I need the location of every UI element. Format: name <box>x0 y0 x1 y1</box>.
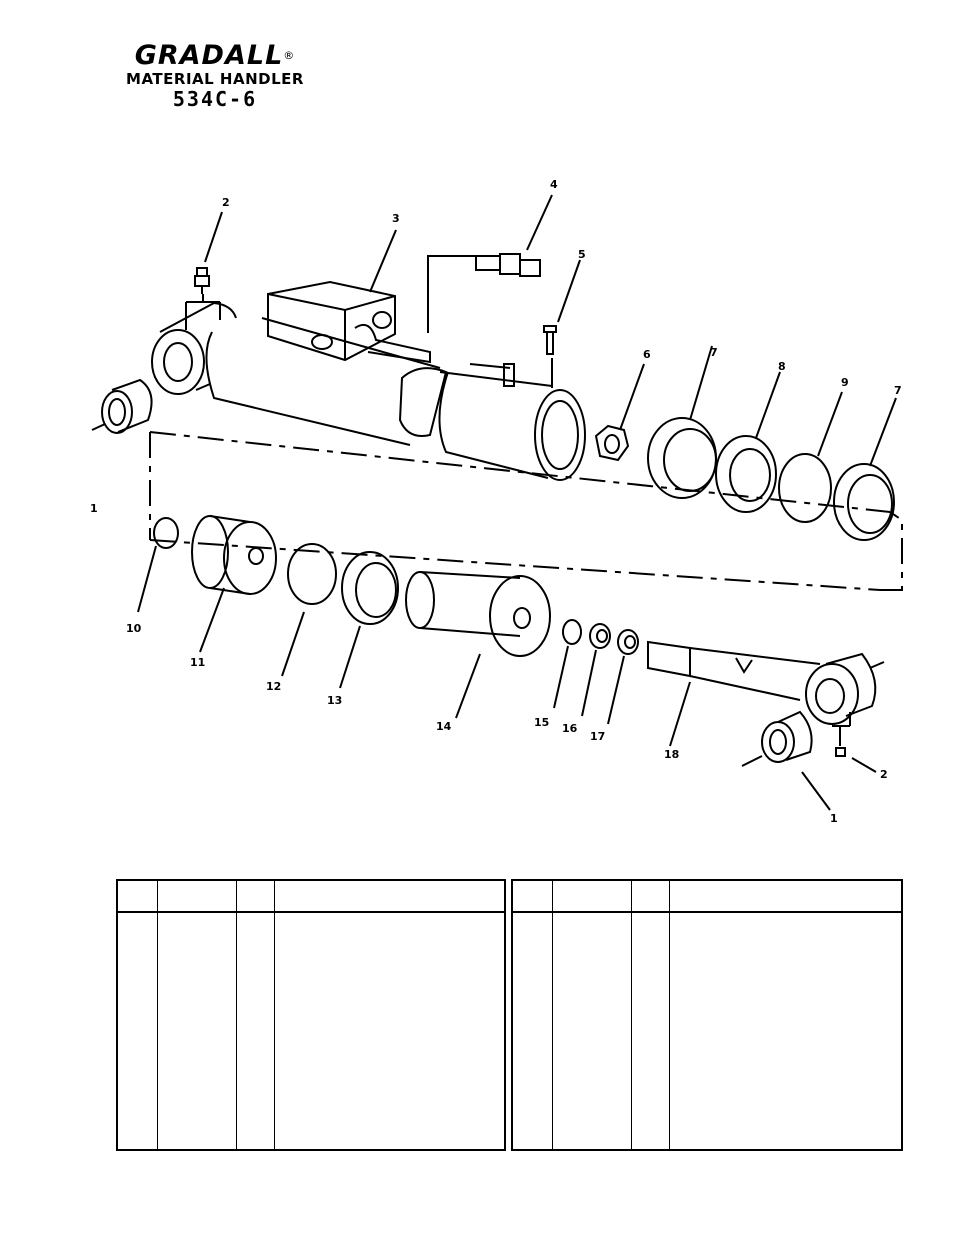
assembly-path-line-lower <box>149 539 881 591</box>
col-qty-header <box>630 881 669 913</box>
callout-15: 15 <box>534 716 549 729</box>
col-part-number-header <box>156 881 236 913</box>
callout-10: 10 <box>126 622 142 635</box>
piston-rod-part-18 <box>647 640 885 747</box>
callout-18: 18 <box>664 748 679 761</box>
col-description-header <box>668 881 901 913</box>
nut-part <box>594 363 645 462</box>
brand-logo: GRADALL® <box>134 40 296 71</box>
callout-6: 6 <box>643 348 651 361</box>
callout-3: 3 <box>392 212 400 225</box>
col-item-header <box>118 881 157 913</box>
valve-block-part <box>267 229 431 364</box>
bushing-right-part <box>741 710 831 811</box>
callout-1a: 1 <box>90 502 98 515</box>
callout-16: 16 <box>562 722 578 735</box>
callout-14: 14 <box>436 720 452 733</box>
parts-table-right <box>511 879 903 1151</box>
callout-8: 8 <box>778 360 786 373</box>
washer-part-15 <box>553 619 582 709</box>
exploded-parts-diagram: 1 2 3 4 5 6 7 8 9 7 10 11 12 13 14 15 16… <box>90 178 903 825</box>
o-ring-part-9 <box>778 391 843 523</box>
callout-2a: 2 <box>222 196 230 209</box>
bolt-part <box>543 259 581 388</box>
col-description-header <box>273 881 504 913</box>
washer-part-16 <box>581 623 611 717</box>
piston-part-11 <box>191 515 277 653</box>
bushing-left-part <box>91 378 153 434</box>
col-qty-header <box>235 881 274 913</box>
model-number: 534C-6 <box>172 87 258 111</box>
callout-1b: 1 <box>830 812 838 825</box>
callout-labels: 1 2 3 4 5 6 7 8 9 7 10 11 12 13 14 15 16… <box>90 178 902 825</box>
callout-7b: 7 <box>894 384 902 397</box>
callout-11: 11 <box>190 656 205 669</box>
callout-9: 9 <box>841 376 849 389</box>
grease-fitting-bottom-part <box>832 712 877 773</box>
document-subtitle: MATERIAL HANDLER <box>126 70 304 88</box>
callout-7a: 7 <box>710 346 718 359</box>
cylinder-head-part <box>438 363 586 481</box>
callout-2b: 2 <box>880 768 888 781</box>
col-item-header <box>513 881 552 913</box>
piston-part-14 <box>405 571 551 719</box>
callout-4: 4 <box>550 178 558 191</box>
ring-part-7b <box>833 397 897 541</box>
washer-part-10 <box>137 517 179 613</box>
cylinder-barrel-part <box>151 294 448 446</box>
col-part-number-header <box>551 881 631 913</box>
table-body-row <box>118 912 504 1149</box>
title-block: GRADALL® MATERIAL HANDLER 534C-6 <box>110 40 320 111</box>
parts-table-left <box>116 879 506 1151</box>
ring-part-13 <box>339 551 399 689</box>
ring-part-8 <box>715 371 781 513</box>
ring-part-7a <box>647 345 717 499</box>
grease-fitting-top-part <box>194 211 223 294</box>
callout-17: 17 <box>590 730 605 743</box>
washer-part-17 <box>607 629 639 725</box>
assembly-path-line <box>149 431 903 591</box>
callout-12: 12 <box>266 680 281 693</box>
valve-cartridge-part <box>427 194 553 333</box>
callout-5: 5 <box>578 248 586 261</box>
o-ring-part-12 <box>281 543 337 677</box>
table-body-row <box>513 912 901 1149</box>
callout-13: 13 <box>327 694 342 707</box>
